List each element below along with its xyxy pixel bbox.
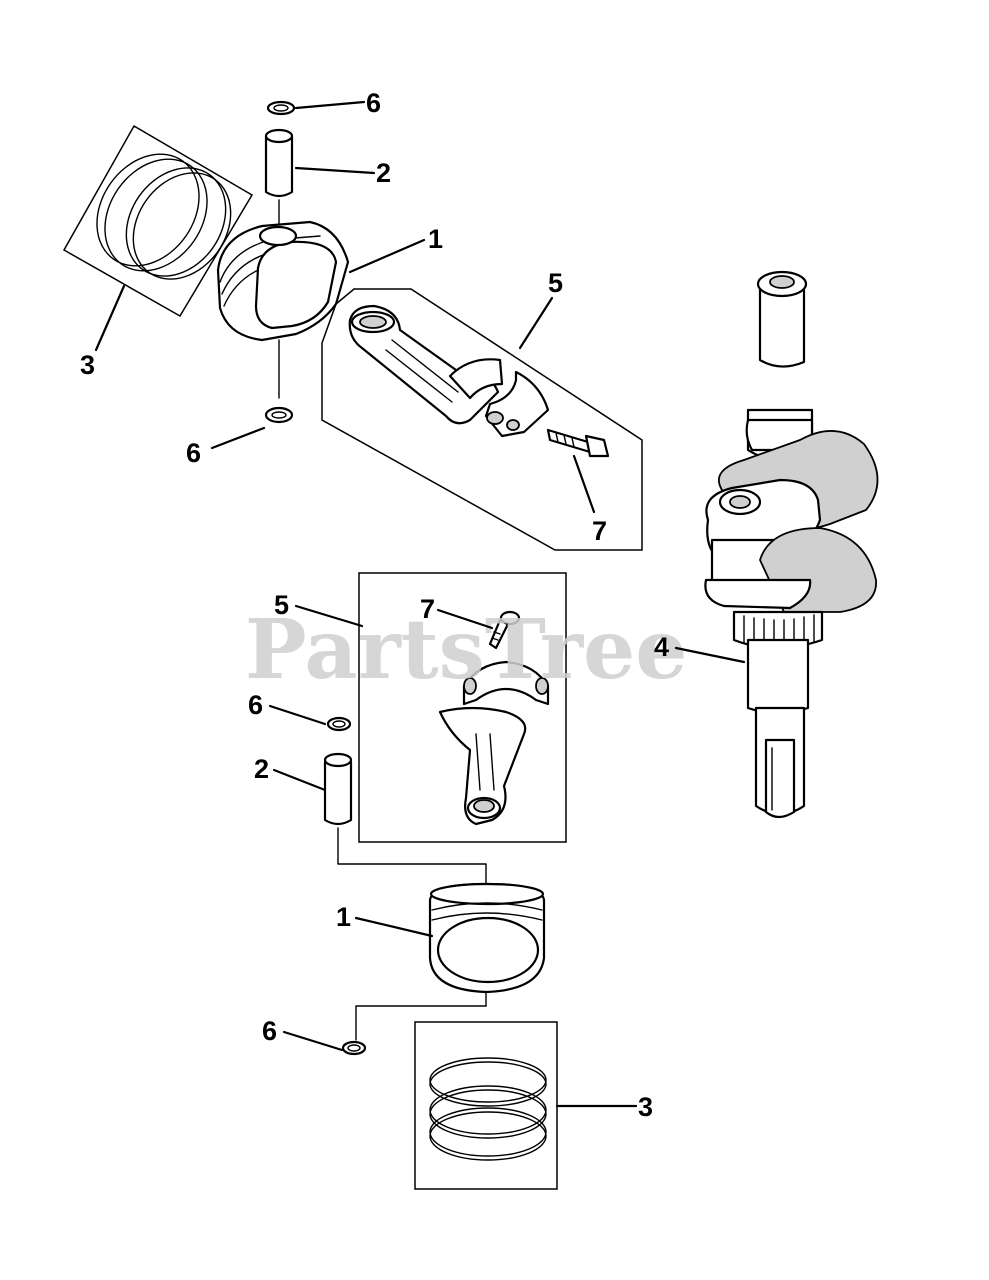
top-conrod-group	[321, 288, 643, 551]
callout-bot-5: 5	[274, 590, 289, 620]
callout-top-6a: 6	[366, 88, 381, 118]
callout-crank-4: 4	[654, 632, 669, 662]
callout-top-6b: 6	[186, 438, 201, 468]
callout-top-5: 5	[548, 268, 563, 298]
bottom-piston-rings-group	[414, 1021, 558, 1190]
bottom-piston-rings	[429, 1057, 547, 1161]
top-rings-box	[62, 124, 254, 318]
bottom-circlip-lower	[341, 1040, 367, 1056]
callout-bot-3: 3	[638, 1092, 653, 1122]
bottom-circlip-upper	[326, 716, 352, 732]
callout-top-7: 7	[592, 516, 607, 546]
top-conrod-bolt	[546, 428, 610, 458]
crankshaft	[704, 270, 879, 819]
callout-labels: 6 2 1 3 5 6 7 4 5 7 6 2 1 6 3	[80, 88, 669, 1122]
bottom-conrod-group	[358, 572, 567, 843]
top-circlip-lower	[264, 406, 294, 424]
top-piston-rings-group	[62, 124, 254, 318]
bottom-conrod-box	[358, 572, 567, 843]
top-circlip-upper	[266, 100, 296, 116]
top-piston	[216, 220, 350, 399]
callout-bot-2: 2	[254, 754, 269, 784]
bottom-piston	[355, 882, 546, 1041]
callout-bot-6a: 6	[248, 690, 263, 720]
callout-top-2: 2	[376, 158, 391, 188]
callout-bot-7: 7	[420, 594, 435, 624]
bottom-conrod-bolt	[488, 610, 521, 650]
callout-bot-6b: 6	[262, 1016, 277, 1046]
top-piston-pin	[264, 128, 294, 229]
top-piston-rings	[96, 153, 232, 280]
watermark: PartsTree	[245, 602, 687, 698]
top-conrod-box	[321, 288, 643, 551]
bottom-piston-pin	[323, 752, 487, 889]
callout-top-1: 1	[428, 224, 443, 254]
callout-top-3: 3	[80, 350, 95, 380]
callout-bot-1: 1	[336, 902, 351, 932]
leader-lines	[94, 100, 746, 1108]
